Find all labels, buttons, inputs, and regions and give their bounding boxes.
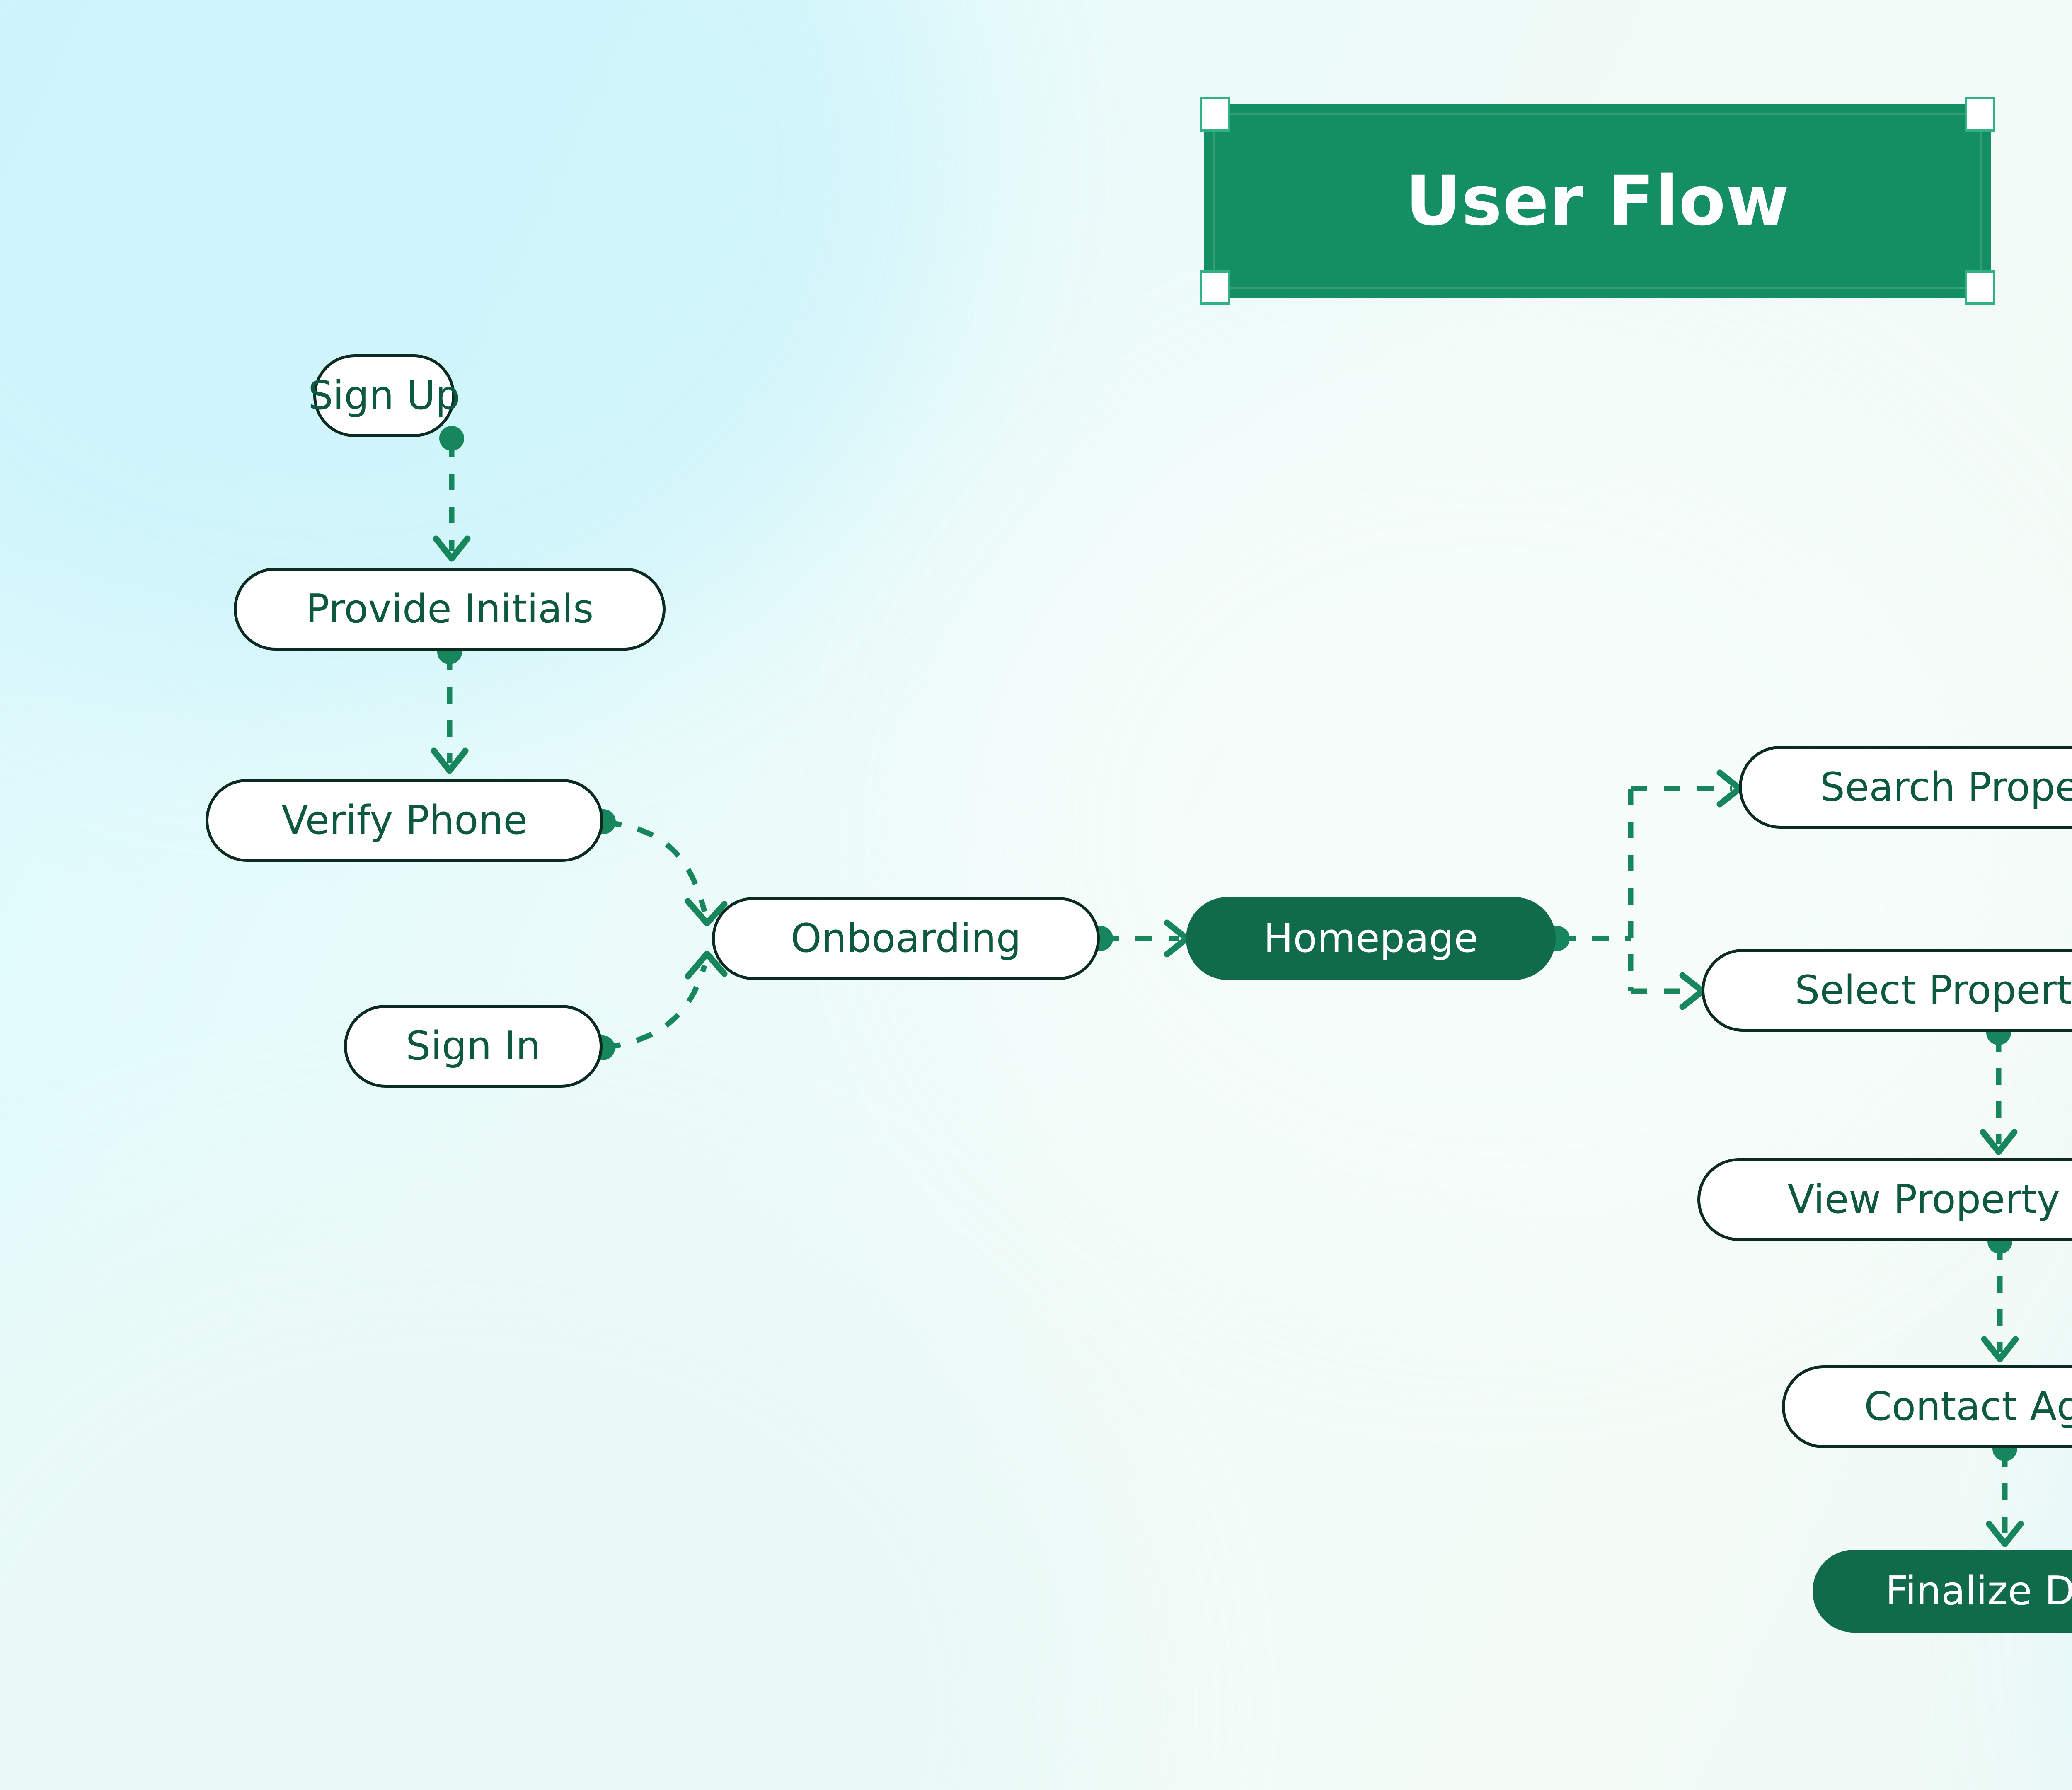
node-homepage[interactable]: Homepage	[1186, 897, 1556, 980]
edge-select-property-card-to-view-property-details	[1983, 1020, 2014, 1152]
node-search-properties[interactable]: Search Properties	[1739, 746, 2072, 829]
node-label: Sign In	[406, 1027, 541, 1066]
node-label: Provide Initials	[306, 590, 594, 629]
node-label: Select Property Card	[1795, 971, 2072, 1010]
node-select-property-card[interactable]: Select Property Card	[1702, 949, 2072, 1032]
node-label: Contact Agent	[1864, 1387, 2072, 1427]
node-contact-agent[interactable]: Contact Agent	[1782, 1365, 2072, 1448]
edge-homepage-to-search-properties	[1631, 773, 1740, 804]
edge-homepage-branch	[1545, 789, 1631, 991]
edge-sign-in-to-onboarding	[590, 954, 724, 1060]
node-label: Verify Phone	[281, 801, 528, 840]
node-provide-initials[interactable]: Provide Initials	[234, 568, 666, 651]
node-label: Homepage	[1264, 919, 1478, 958]
node-view-property-details[interactable]: View Property Details	[1697, 1158, 2072, 1241]
node-label: View Property Details	[1787, 1180, 2072, 1219]
node-label: Sign Up	[308, 376, 460, 416]
node-label: Onboarding	[791, 919, 1021, 958]
edge-contact-agent-to-finalize-deal	[1989, 1436, 2021, 1544]
edge-sign-up-to-provide-initials	[436, 426, 467, 559]
edge-view-property-details-to-contact-agent	[1984, 1229, 2016, 1359]
node-verify-phone[interactable]: Verify Phone	[206, 779, 603, 862]
node-onboarding[interactable]: Onboarding	[712, 897, 1100, 980]
edge-onboarding-to-homepage	[1088, 923, 1187, 954]
edge-verify-phone-to-onboarding	[591, 809, 724, 923]
node-label: Finalize Deal	[1886, 1572, 2072, 1611]
node-label: Search Properties	[1820, 768, 2072, 807]
node-sign-up[interactable]: Sign Up	[313, 354, 455, 437]
edge-provide-initials-to-verify-phone	[434, 639, 465, 771]
edge-homepage-to-select-property-card	[1631, 975, 1702, 1007]
node-sign-in[interactable]: Sign In	[344, 1005, 603, 1088]
node-finalize-deal[interactable]: Finalize Deal	[1813, 1550, 2072, 1633]
